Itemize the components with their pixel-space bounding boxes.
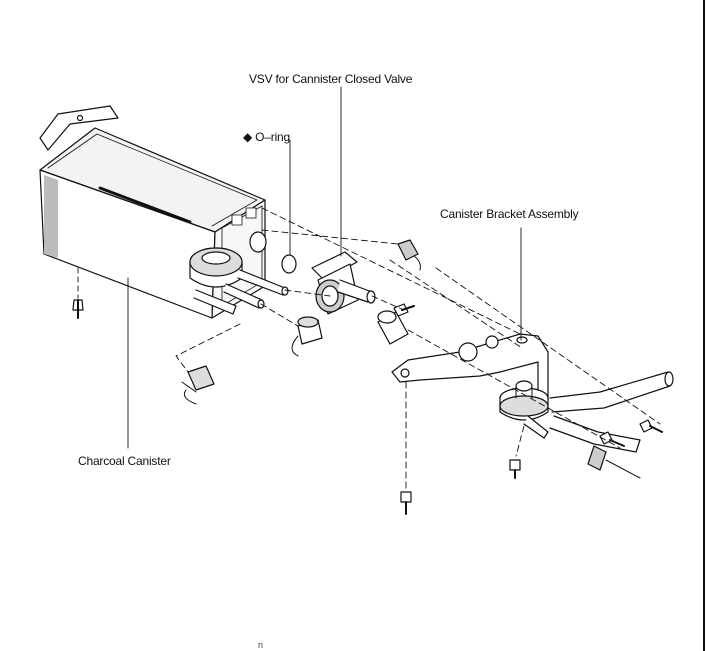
bracket-bolts — [400, 419, 663, 515]
charcoal-canister — [39, 105, 289, 319]
vsv-screw — [393, 303, 415, 317]
hose-segment — [377, 310, 409, 345]
vsv-label: VSV for Cannister Closed Valve — [249, 72, 413, 86]
vsv-connector — [397, 239, 421, 271]
assembly-lines — [175, 207, 661, 491]
lower-hose — [181, 365, 215, 405]
page-border-line — [703, 0, 705, 651]
bracket-label: Canister Bracket Assembly — [440, 207, 579, 221]
o-ring-label: ◆ O–ring — [243, 130, 290, 144]
charcoal-canister-label: Charcoal Canister — [78, 454, 171, 468]
leader-lines — [127, 86, 522, 449]
o-ring — [281, 254, 297, 274]
vsv-valve — [311, 251, 376, 315]
page-corner-mark: n — [258, 640, 263, 650]
elbow-hose — [291, 316, 323, 357]
canister-bolt — [72, 267, 84, 319]
canister-bracket-assembly — [391, 333, 674, 479]
